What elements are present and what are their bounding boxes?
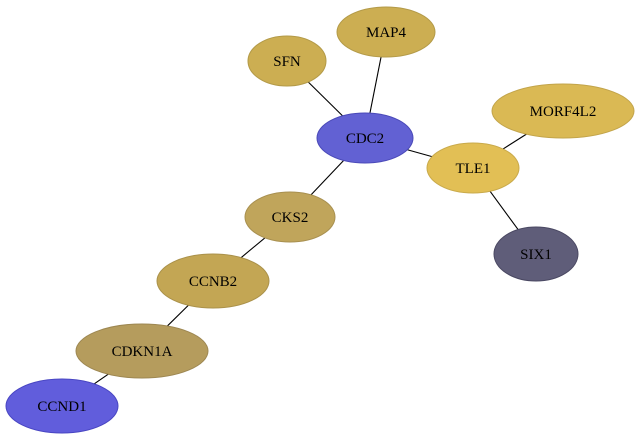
node-morf4l2[interactable]: MORF4L2 [491, 83, 635, 139]
node-label: CCND1 [37, 399, 86, 415]
node-cks2[interactable]: CKS2 [244, 191, 336, 243]
node-label: MORF4L2 [530, 104, 597, 120]
node-cdkn1a[interactable]: CDKN1A [75, 323, 209, 379]
node-ellipse [336, 6, 436, 58]
edge-cdkn1a-ccnd1 [93, 373, 109, 385]
node-ellipse [5, 378, 119, 434]
edge-tle1-morf4l2 [502, 133, 527, 150]
node-cdc2[interactable]: CDC2 [316, 112, 414, 164]
edge-cdc2-cks2 [310, 160, 345, 196]
edge-cdc2-tle1 [407, 149, 433, 158]
node-ellipse [426, 142, 520, 194]
node-label: TLE1 [456, 161, 491, 177]
node-label: MAP4 [366, 25, 407, 41]
node-six1[interactable]: SIX1 [493, 226, 579, 282]
node-label: SFN [273, 54, 301, 70]
node-label: CDC2 [346, 131, 384, 147]
node-ellipse [491, 83, 635, 139]
node-ellipse [75, 323, 209, 379]
node-label: CDKN1A [112, 344, 173, 360]
node-ellipse [244, 191, 336, 243]
node-tle1[interactable]: TLE1 [426, 142, 520, 194]
node-ellipse [247, 35, 327, 87]
edges-layer [93, 56, 527, 385]
node-label: CCNB2 [189, 274, 237, 290]
edge-cks2-ccnb2 [240, 237, 266, 259]
edge-sfn-cdc2 [307, 81, 343, 117]
node-label: SIX1 [520, 247, 552, 263]
node-label: CKS2 [272, 210, 309, 226]
edge-tle1-six1 [489, 190, 519, 230]
node-ccnb2[interactable]: CCNB2 [156, 253, 270, 309]
node-ellipse [156, 253, 270, 309]
edge-ccnb2-cdkn1a [166, 304, 189, 327]
node-ellipse [316, 112, 414, 164]
node-ccnd1[interactable]: CCND1 [5, 378, 119, 434]
edge-map4-cdc2 [369, 56, 382, 114]
node-map4[interactable]: MAP4 [336, 6, 436, 58]
node-sfn[interactable]: SFN [247, 35, 327, 87]
node-ellipse [493, 226, 579, 282]
